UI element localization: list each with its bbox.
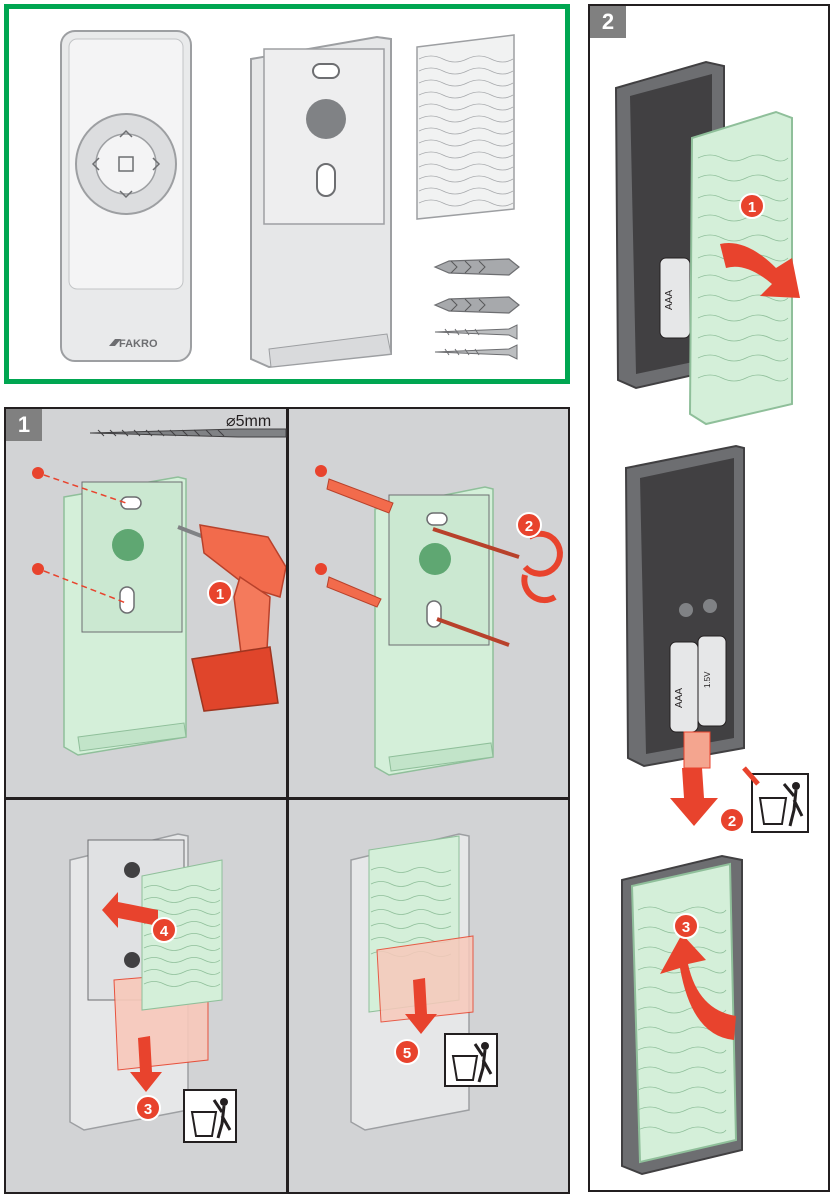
wall-holder [250,35,392,369]
svg-text:2: 2 [525,518,533,535]
contents-illustration: FAKRO [60,30,520,369]
section1-divider-horizontal [6,797,568,800]
svg-text:4: 4 [160,923,169,940]
brand-logo: FAKRO [119,338,158,350]
svg-text:2: 2 [728,813,736,830]
power-drill-icon [177,524,286,712]
section1-divider-vertical [286,409,289,1192]
step2-screw-panel: 2 [315,465,563,776]
step3-badge: 3 [135,1095,161,1121]
step1-drill-panel: 1 [32,467,286,756]
wall-plug [433,258,520,276]
svg-text:1: 1 [216,586,224,603]
contents-panel: FAKRO [4,4,570,384]
battery-voltage: 1.5V [703,671,712,688]
svg-text:5: 5 [403,1045,411,1062]
screw [434,324,518,340]
step1-badge: 1 [207,580,233,606]
step5-badge: 5 [394,1039,420,1065]
screw [434,344,518,360]
adhesive-pad [416,34,515,220]
step3-4-adhesive-panel: 4 3 [69,833,237,1143]
step5-panel: 5 [350,833,498,1131]
remote-control [60,30,192,362]
step4-badge: 4 [151,917,177,943]
battery-step1-badge: 1 [739,193,765,219]
section1-number: 1 [6,409,42,441]
section2-number: 2 [590,6,626,38]
adhesive-wave-pattern [418,55,514,207]
trash-bin-icon [183,1089,237,1143]
battery-label: AAA [664,290,675,310]
battery-tab-remove-panel: AAA 1.5V 2 [624,444,809,833]
battery-step3-badge: 3 [673,913,699,939]
step2-badge: 2 [516,512,542,538]
svg-text:3: 3 [144,1101,152,1118]
drill-bit-diameter-label: ⌀5mm [226,413,272,430]
battery-cover-close-panel: 3 [621,854,743,1176]
svg-text:3: 3 [682,919,690,936]
battery-label: AAA [674,688,685,708]
battery-step2-badge: 2 [719,807,745,833]
trash-bin-icon [444,1033,498,1087]
battery-cover-open-panel: AAA 1 [614,60,800,426]
trash-bin-icon [742,766,809,833]
wall-plug [433,296,520,314]
drill-bit [89,428,287,438]
svg-text:1: 1 [748,199,756,216]
